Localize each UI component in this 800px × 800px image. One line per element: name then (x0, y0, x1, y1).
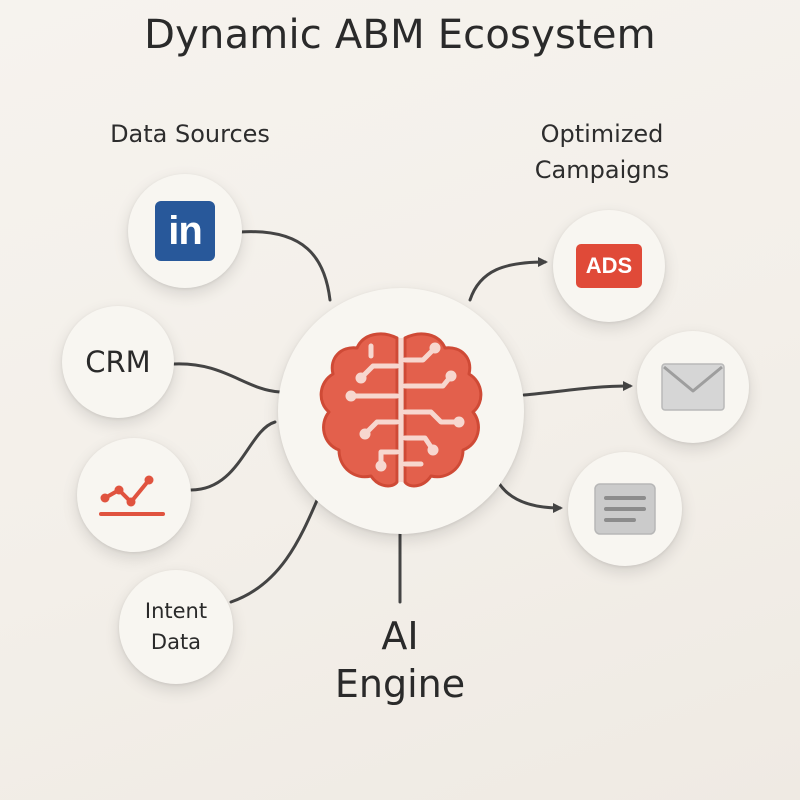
ai-engine-label: AI Engine (300, 612, 500, 708)
linkedin-icon: in (155, 201, 215, 261)
connector-linkedin (238, 230, 332, 302)
brain-circuit-icon (319, 332, 483, 488)
connector-crm (172, 362, 282, 394)
analytics-source-node[interactable] (77, 438, 191, 552)
crm-label: CRM (85, 345, 151, 379)
crm-source-node[interactable]: CRM (62, 306, 174, 418)
ads-campaign-node[interactable]: ADS (553, 210, 665, 322)
email-campaign-node[interactable] (637, 331, 749, 443)
linkedin-source-node[interactable]: in (128, 174, 242, 288)
ai-engine-label-line1: AI (381, 614, 419, 658)
intent-data-label: Intent Data (145, 596, 207, 658)
ads-badge-icon: ADS (576, 244, 642, 288)
connector-intent (229, 496, 320, 604)
connector-email (522, 381, 633, 397)
content-campaign-node[interactable] (568, 452, 682, 566)
connector-doc (495, 478, 563, 513)
intent-data-source-node[interactable]: Intent Data (119, 570, 233, 684)
page-title: Dynamic ABM Ecosystem (144, 12, 656, 58)
intent-data-line1: Intent (144, 599, 208, 623)
envelope-icon (661, 363, 725, 411)
intent-data-line2: Data (150, 630, 202, 654)
ai-engine-node[interactable] (278, 288, 524, 534)
document-icon (594, 483, 656, 535)
data-sources-label: Data Sources (110, 120, 270, 148)
line-chart-icon (99, 475, 165, 516)
connector-ads (468, 257, 548, 302)
connector-chart (189, 420, 277, 492)
ai-engine-label-line2: Engine (334, 662, 466, 706)
optimized-campaigns-label: Optimized Campaigns (534, 120, 670, 184)
